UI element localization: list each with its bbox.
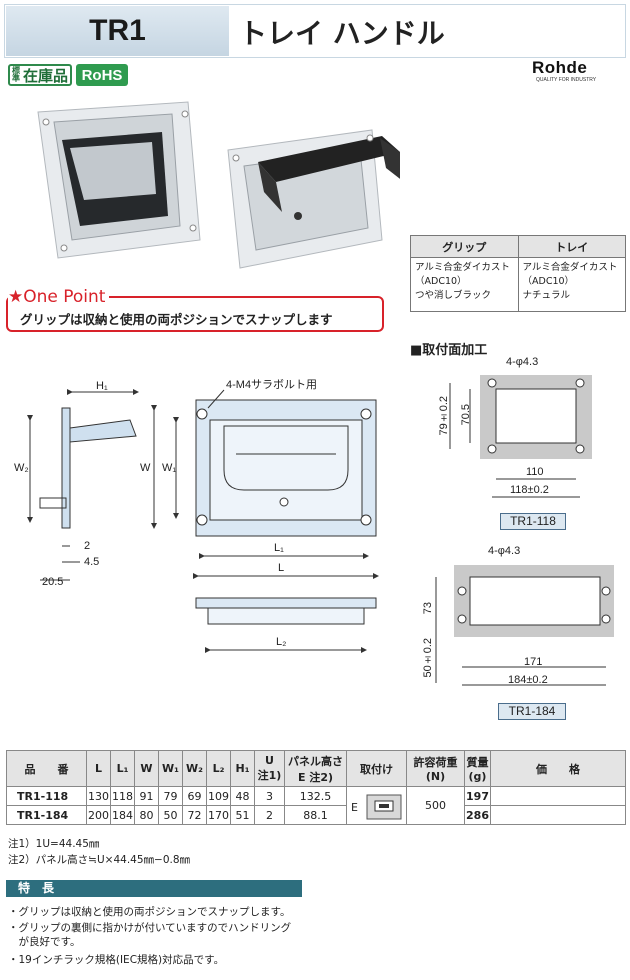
feature-item: ・19インチラック規格(IEC規格)対応品です。 (8, 954, 225, 966)
dim-2: 2 (84, 540, 91, 552)
material-header-tray: トレイ (517, 235, 626, 258)
mount-b-h-inner: 73 (422, 602, 434, 615)
col-mass: 質量 (g) (464, 750, 491, 787)
mount-letter: E (351, 801, 358, 814)
product-code: TR1 (6, 6, 229, 56)
material-grip: アルミ合金ダイカスト （ADC10） つや消しブラック (410, 257, 519, 312)
table-row: TR1-184 200 184 80 50 72 170 51 2 88.1 2… (6, 805, 626, 825)
mount-b-w-outer: 184±0.2 (508, 674, 548, 686)
feature-item: が良好です。 (8, 936, 81, 948)
feature-item: ・グリップの裏側に指かけが付いていますのでハンドリング (8, 922, 292, 934)
table-row: TR1-118 130 118 91 79 69 109 48 3 132.5 … (6, 786, 626, 825)
one-point-text: グリップは収納と使用の両ポジションでスナップします (20, 312, 333, 327)
mount-a-h-outer: 79±0.2 (438, 396, 450, 436)
col-panel: パネル高さ E 注2) (284, 750, 347, 787)
col-mount: 取付け (346, 750, 407, 787)
spec-table: 品 番 L L₁ W W₁ W₂ L₂ H₁ U 注1) パネル高さ E 注2)… (6, 750, 626, 825)
mount-a-holes: 4-φ4.3 (506, 356, 539, 368)
rohs-badge: RoHS (76, 64, 128, 86)
brand-logo: Rohde (532, 58, 588, 77)
features-title: 特 長 (6, 880, 302, 897)
dim-w2: W₂ (14, 462, 29, 474)
col-u: U 注1) (254, 750, 285, 787)
dim-l1: L₁ (274, 542, 284, 554)
dim-w1: W₁ (162, 462, 177, 474)
mount-icon (366, 794, 401, 819)
dim-20-5: 20.5 (42, 576, 64, 588)
col-model: 品 番 (6, 750, 87, 787)
col-l1: L₁ (110, 750, 135, 787)
mount-b-w-inner: 171 (524, 656, 543, 668)
stock-badge: 標準 在庫品 (8, 64, 72, 86)
mounting-cutout-184 (435, 565, 614, 686)
mount-a-h-inner: 70.5 (460, 404, 472, 426)
mount-a-label: TR1-118 (500, 513, 566, 530)
col-h1: H₁ (230, 750, 255, 787)
mounting-cutout-118 (449, 375, 592, 498)
col-load: 許容荷重 (N) (406, 750, 465, 787)
brand-tagline: QUALITY FOR INDUSTRY (536, 77, 597, 83)
dim-4-5: 4.5 (84, 556, 100, 568)
material-table: グリップ トレイ アルミ合金ダイカスト （ADC10） つや消しブラック アルミ… (410, 235, 626, 312)
product-title: トレイ ハンドル (239, 17, 445, 50)
col-w2: W₂ (182, 750, 207, 787)
mounting-title: ■取付面加工 (410, 343, 488, 358)
one-point-title: ★One Point (8, 287, 110, 307)
note-2: 注2）パネル高さ≒U×44.45㎜−0.8㎜ (8, 854, 191, 866)
feature-item: ・グリップは収納と使用の両ポジションでスナップします。 (8, 906, 291, 918)
stock-badge-label: 在庫品 (23, 66, 69, 85)
load-cell: 500 (406, 786, 465, 825)
mount-b-holes: 4-φ4.3 (488, 545, 521, 557)
note-1: 注1）1U=44.45㎜ (8, 838, 100, 850)
dim-l: L (278, 562, 285, 574)
dim-l2: L₂ (276, 636, 287, 648)
dim-bolt-note: 4-M4サラボルト用 (226, 379, 318, 391)
col-w1: W₁ (158, 750, 183, 787)
col-l2: L₂ (206, 750, 231, 787)
stock-badge-vertical: 標準 (12, 66, 20, 83)
dim-w: W (140, 462, 151, 474)
mount-b-label: TR1-184 (498, 703, 566, 720)
col-price: 価 格 (490, 750, 626, 787)
product-photos (37, 101, 400, 269)
mount-a-w-inner: 110 (526, 466, 544, 478)
mount-cell: E (346, 786, 407, 825)
material-tray: アルミ合金ダイカスト （ADC10） ナチュラル (517, 257, 626, 312)
col-w: W (134, 750, 159, 787)
mount-a-w-outer: 118±0.2 (510, 484, 549, 496)
col-l: L (86, 750, 111, 787)
material-header-grip: グリップ (410, 235, 519, 258)
dimension-drawing (27, 389, 379, 653)
dim-h1: H₁ (96, 380, 108, 392)
mount-b-h-outer: 50±0.2 (422, 638, 434, 678)
one-point-box (6, 296, 384, 332)
